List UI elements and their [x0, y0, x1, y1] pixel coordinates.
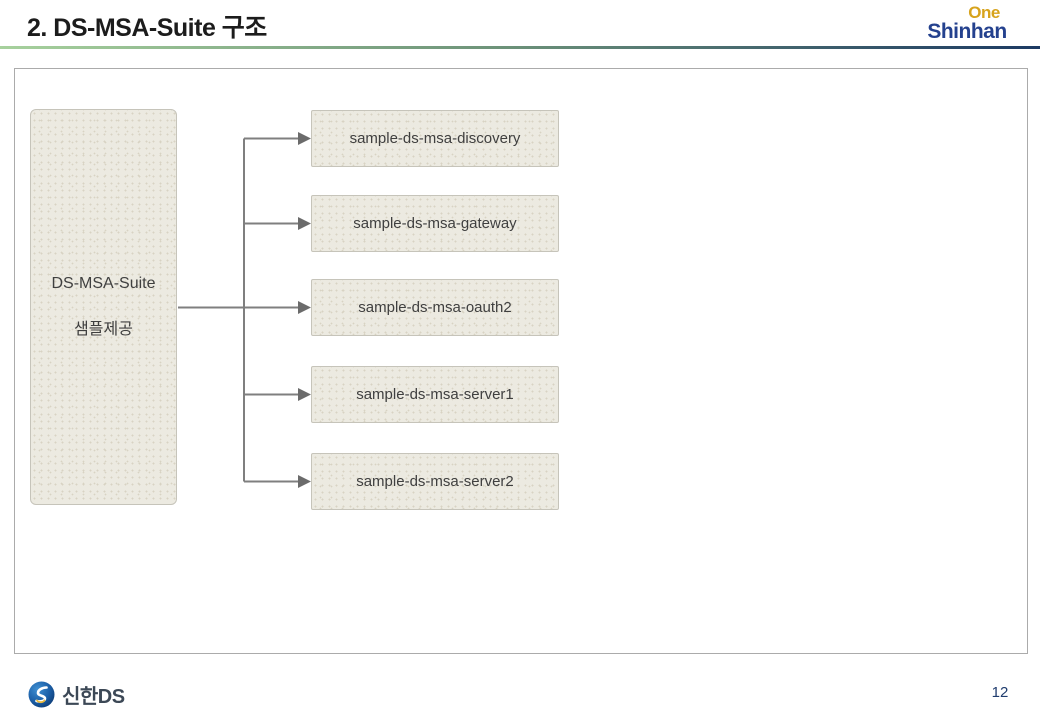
node-label: sample-ds-msa-gateway: [353, 215, 517, 232]
diagram-node-gateway: sample-ds-msa-gateway: [311, 195, 559, 252]
shinhan-ds-logo: 신한DS: [28, 680, 125, 709]
root-node-title: DS-MSA-Suite: [51, 275, 156, 292]
shinhan-ds-logo-text: 신한DS: [62, 686, 125, 708]
page-number: 12: [991, 684, 1009, 701]
node-label: sample-ds-msa-server1: [356, 386, 514, 403]
shinhan-emblem-icon: [28, 681, 55, 708]
diagram-node-server2: sample-ds-msa-server2: [311, 453, 559, 510]
one-shinhan-logo: One Shinhan: [912, 4, 1022, 42]
page-title: 2. DS-MSA-Suite 구조: [27, 14, 267, 42]
header-divider: [0, 46, 1040, 49]
diagram-node-root: DS-MSA-Suite 샘플제공: [30, 109, 177, 505]
one-shinhan-logo-line2: Shinhan: [927, 20, 1007, 43]
node-label: sample-ds-msa-oauth2: [358, 299, 512, 316]
diagram-node-server1: sample-ds-msa-server1: [311, 366, 559, 423]
node-label: sample-ds-msa-discovery: [349, 130, 521, 147]
root-node-subtitle: 샘플제공: [74, 321, 133, 338]
node-label: sample-ds-msa-server2: [356, 473, 514, 490]
diagram-node-discovery: sample-ds-msa-discovery: [311, 110, 559, 167]
one-shinhan-logo-line1: One: [968, 3, 1000, 22]
diagram-node-oauth2: sample-ds-msa-oauth2: [311, 279, 559, 336]
